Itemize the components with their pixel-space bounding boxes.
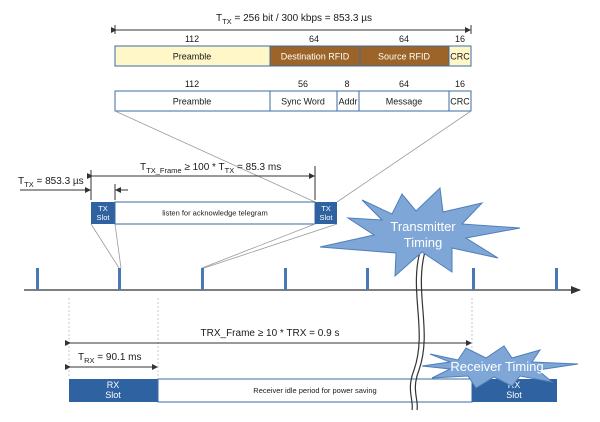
- timeline-tick: [118, 268, 121, 290]
- frame1-source-label: Source RFID: [378, 52, 431, 62]
- slot-projection-lines: [90, 223, 338, 269]
- frame2-bits-addr: 8: [344, 79, 349, 89]
- transmitter-timing-label-2: Timing: [404, 235, 443, 250]
- trx-frame-dimension: TRX_Frame ≥ 10 * TRX = 0.9 s: [65, 328, 472, 346]
- frame2-crc-field: [448, 90, 472, 112]
- frame1-bits-source: 64: [399, 34, 409, 44]
- frame1-preamble-label: Preamble: [173, 52, 212, 62]
- time-break-wavy-line: [409, 247, 427, 411]
- rx-slot-second-label-2: Slot: [506, 390, 522, 400]
- rx-guides: [68, 298, 473, 378]
- ttx-total-dimension: TTX = 256 bit / 300 kbps = 853.3 µs: [111, 13, 472, 34]
- listen-label: listen for acknowledge telegram: [162, 209, 267, 218]
- ttx-frame-dimension: TTX_Frame ≥ 100 * TTX = 85.3 ms: [87, 162, 316, 200]
- tx-row: TX Slot listen for acknowledge telegram …: [91, 201, 337, 225]
- rx-slot-first-label-2: Slot: [105, 390, 121, 400]
- frame2-bits-crc: 16: [455, 79, 465, 89]
- frame2-message-label: Message: [386, 97, 423, 107]
- timeline-tick: [472, 268, 475, 290]
- frame1-crc-field: [448, 45, 472, 67]
- frame2-bits-message: 64: [399, 79, 409, 89]
- tx-slot-second-label-1: TX: [321, 204, 331, 213]
- tx-slot-second-label-2: Slot: [320, 213, 334, 222]
- frame1-bits-crc: 16: [455, 34, 465, 44]
- frame2-bit-counts: 112 56 8 64 16: [185, 79, 465, 89]
- frame2-crc-label: CRC: [450, 97, 470, 107]
- receiver-timing-burst: Receiver Timing: [421, 345, 579, 389]
- timeline-tick: [36, 268, 39, 290]
- tx-slot-first: [91, 202, 115, 224]
- transmitter-timing-burst: Transmitter Timing: [319, 186, 521, 278]
- trx-dimension: TRX = 90.1 ms: [65, 352, 158, 370]
- receiver-timing-label: Receiver Timing: [450, 359, 543, 374]
- frame1-crc-label: CRC: [450, 52, 470, 62]
- frame1-bits-preamble: 112: [185, 34, 199, 44]
- rx-row: RX Slot Receiver idle period for power s…: [69, 378, 557, 403]
- timeline-tick: [366, 268, 369, 290]
- ttx-dimension: TTX = 853.3 µs: [18, 170, 128, 200]
- transmitter-timing-label-1: Transmitter: [390, 219, 456, 234]
- frame1-bit-counts: 112 64 64 16: [185, 34, 465, 44]
- frame2-telegram: Preamble Sync Word Addr Message CRC: [114, 90, 472, 112]
- rx-slot-first-label-1: RX: [107, 380, 120, 390]
- timeline-tick: [284, 268, 287, 290]
- frame2-sync-label: Sync Word: [281, 97, 325, 107]
- tx-slot-first-label-1: TX: [98, 204, 108, 213]
- rx-slot-second-label-1: RX: [508, 380, 521, 390]
- rx-slot-second: [472, 379, 557, 402]
- zoom-lines: [114, 110, 472, 203]
- trx-frame-label: TRX_Frame ≥ 10 * TRX = 0.9 s: [201, 328, 340, 339]
- timeline-tick: [555, 268, 558, 290]
- timeline-tick: [201, 268, 204, 290]
- frame1-destination-label: Destination RFID: [281, 52, 350, 62]
- frame1-telegram: Preamble Destination RFID Source RFID CR…: [114, 45, 472, 67]
- ttx-frame-label: TTX_Frame ≥ 100 * TTX = 85.3 ms: [140, 162, 281, 175]
- tx-slot-first-label-2: Slot: [97, 213, 111, 222]
- ttx-total-label: TTX = 256 bit / 300 kbps = 853.3 µs: [216, 13, 372, 26]
- rx-slot-first: [69, 379, 158, 402]
- frame1-bits-destination: 64: [309, 34, 319, 44]
- frame2-bits-sync: 56: [298, 79, 308, 89]
- ttx-label: TTX = 853.3 µs: [18, 176, 84, 189]
- tx-slot-second: [315, 202, 337, 224]
- frame2-bits-preamble: 112: [185, 79, 199, 89]
- trx-label: TRX = 90.1 ms: [78, 352, 142, 365]
- receiver-idle-label: Receiver idle period for power saving: [253, 386, 376, 395]
- frame2-preamble-label: Preamble: [173, 97, 212, 107]
- timeline: [24, 268, 581, 294]
- frame2-addr-label: Addr: [338, 97, 357, 107]
